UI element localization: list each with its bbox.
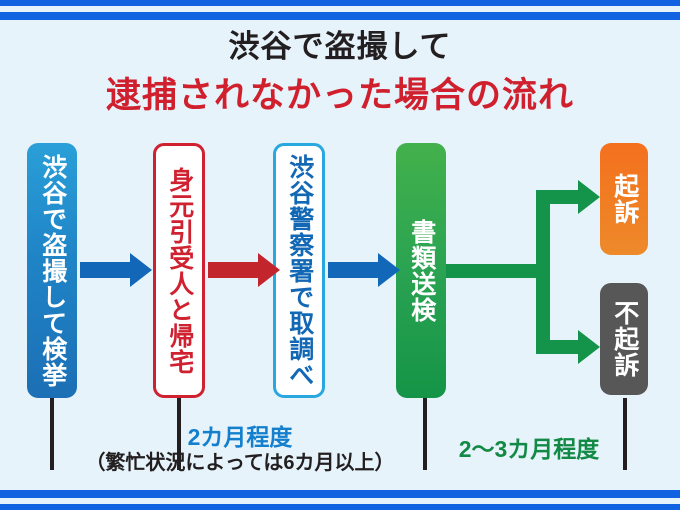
flow-step-sending-papers: 書類送検 (396, 143, 446, 398)
branch-riser-icon (536, 190, 550, 354)
duration-left-sub-label: （繁忙状況によっては6カ月以上） (85, 452, 395, 474)
branch-stem-icon (446, 264, 536, 278)
arrow-1-shaft-icon (80, 262, 130, 278)
arrow-1-head-icon (130, 253, 152, 287)
flow-step-release-label: 身元引受人と帰宅 (165, 166, 194, 375)
flow-step-arrest: 渋谷で盗撮して検挙 (27, 143, 77, 398)
page-title-line2: 逮捕されなかった場合の流れ (105, 76, 574, 115)
flow-outcome-not-prosecuted-label: 不起訴 (610, 300, 639, 378)
arrow-2-head-icon (258, 253, 280, 287)
branch-upper-head-icon (578, 180, 600, 214)
flow-step-arrest-label: 渋谷で盗撮して検挙 (38, 153, 67, 388)
top-bar-inner (0, 12, 680, 20)
duration-tick-start (50, 398, 54, 470)
duration-tick-right-start (423, 398, 427, 470)
arrow-2-shaft-icon (208, 262, 258, 278)
duration-tick-left-end (177, 398, 181, 470)
duration-left-main-label: 2カ月程度 (187, 424, 293, 450)
flow-outcome-not-prosecuted: 不起訴 (600, 283, 648, 395)
bottom-bar-inner (0, 490, 680, 498)
duration-right-label: 2〜3カ月程度 (458, 436, 600, 462)
flow-outcome-prosecuted: 起訴 (600, 143, 648, 255)
arrow-3-head-icon (378, 253, 400, 287)
branch-upper-arm-icon (536, 190, 580, 204)
flow-step-sending-papers-label: 書類送検 (407, 218, 436, 323)
bottom-bar-outer (0, 504, 680, 510)
duration-tick-right-end (623, 398, 627, 470)
flow-outcome-prosecuted-label: 起訴 (610, 173, 639, 225)
top-bar-outer (0, 0, 680, 6)
page-title-line1: 渋谷で盗撮して (228, 29, 452, 64)
flow-step-release: 身元引受人と帰宅 (153, 143, 205, 398)
branch-lower-head-icon (578, 330, 600, 364)
arrow-3-shaft-icon (328, 262, 378, 278)
flow-step-investigation-label: 渋谷警察署で取調べ (285, 153, 314, 388)
flow-step-investigation: 渋谷警察署で取調べ (273, 143, 325, 398)
branch-lower-arm-icon (536, 340, 580, 354)
